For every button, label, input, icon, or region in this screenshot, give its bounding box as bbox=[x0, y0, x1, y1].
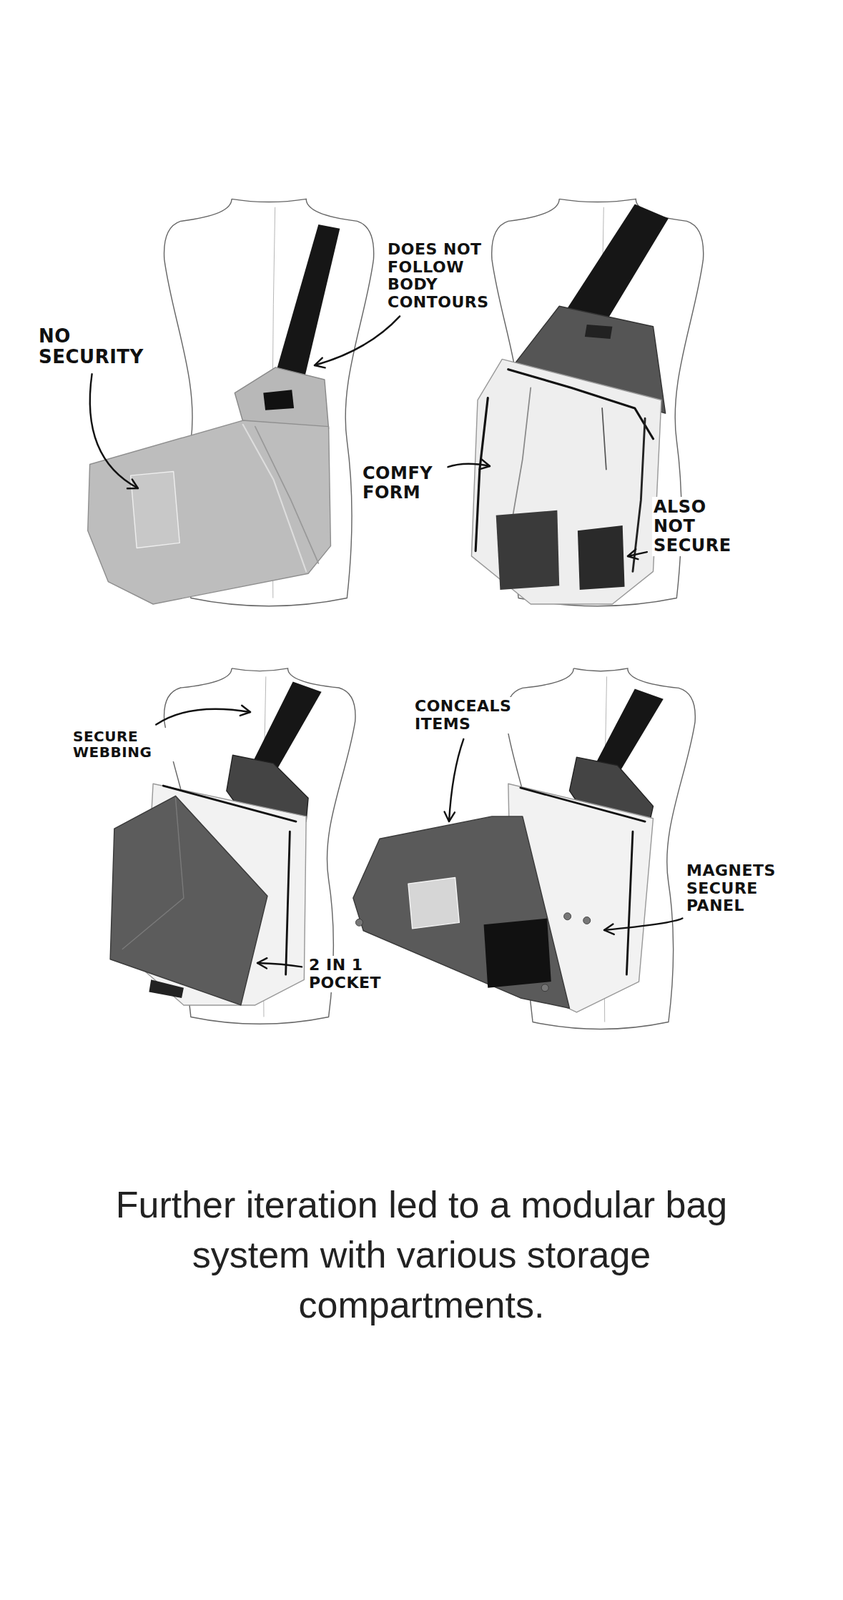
magnet bbox=[583, 916, 591, 924]
magnet bbox=[541, 984, 549, 992]
zipper bbox=[475, 398, 488, 552]
bag-pocket bbox=[496, 510, 560, 590]
arrow-head bbox=[314, 358, 326, 369]
magnet bbox=[355, 918, 363, 926]
leader-line bbox=[449, 739, 464, 822]
annotation-note: NO SECURITY bbox=[37, 325, 155, 369]
annotation-note: CONCEALS ITEMS bbox=[413, 697, 531, 734]
bag-body bbox=[87, 420, 332, 605]
annotation-note: 2 IN 1 POCKET bbox=[307, 955, 386, 993]
arrow-head bbox=[240, 705, 251, 716]
annotation-note: ALSO NOT SECURE bbox=[652, 496, 745, 557]
leader-arrow bbox=[627, 549, 648, 560]
bag-seam bbox=[255, 426, 319, 564]
magnet bbox=[564, 913, 572, 921]
leader-arrow bbox=[155, 705, 251, 726]
annotation-note: SECURE WEBBING bbox=[71, 727, 182, 762]
zipper-pull bbox=[602, 408, 607, 470]
leader-line bbox=[448, 464, 490, 467]
zipper bbox=[286, 831, 291, 975]
bag-pocket bbox=[577, 525, 625, 590]
arrow-head bbox=[604, 924, 615, 935]
leader-arrow bbox=[604, 918, 683, 935]
strap-buckle bbox=[584, 324, 613, 339]
zipper bbox=[626, 831, 633, 975]
annotation-note: DOES NOT FOLLOW BODY CONTOURS bbox=[386, 240, 488, 313]
caption: Further iteration led to a modular bag s… bbox=[64, 1179, 779, 1330]
leader-arrow bbox=[448, 459, 490, 470]
arrow-head bbox=[627, 549, 638, 560]
arrow-head bbox=[127, 479, 138, 489]
leader-line bbox=[604, 918, 683, 931]
zipper bbox=[632, 418, 645, 572]
arrow-head bbox=[479, 459, 490, 470]
strap bbox=[275, 224, 340, 380]
zipper bbox=[508, 369, 654, 440]
arrow-head bbox=[257, 958, 267, 969]
bag-flap bbox=[234, 367, 329, 430]
annotation-note: MAGNETS SECURE PANEL bbox=[684, 861, 796, 916]
bag-panel bbox=[110, 795, 268, 1006]
id-window bbox=[408, 878, 460, 929]
bag-pocket bbox=[130, 471, 181, 548]
leader-arrow bbox=[444, 739, 465, 822]
panel-seam bbox=[122, 797, 184, 949]
bag-seam bbox=[243, 424, 307, 573]
bag-body bbox=[471, 358, 661, 605]
leader-arrow bbox=[314, 316, 400, 368]
leader-arrow bbox=[90, 373, 138, 489]
leader-arrow bbox=[257, 958, 302, 969]
bag-panel bbox=[353, 816, 570, 1009]
strap-buckle bbox=[263, 389, 294, 411]
leader-line bbox=[314, 316, 400, 366]
bag-pocket bbox=[484, 918, 552, 989]
arrow-head bbox=[444, 811, 455, 822]
leader-line bbox=[90, 373, 138, 489]
annotation-note: COMFY FORM bbox=[361, 463, 443, 504]
leader-line bbox=[155, 709, 251, 726]
zipper bbox=[520, 787, 645, 822]
strap-buckle bbox=[148, 979, 184, 999]
bag-seam bbox=[510, 387, 532, 531]
